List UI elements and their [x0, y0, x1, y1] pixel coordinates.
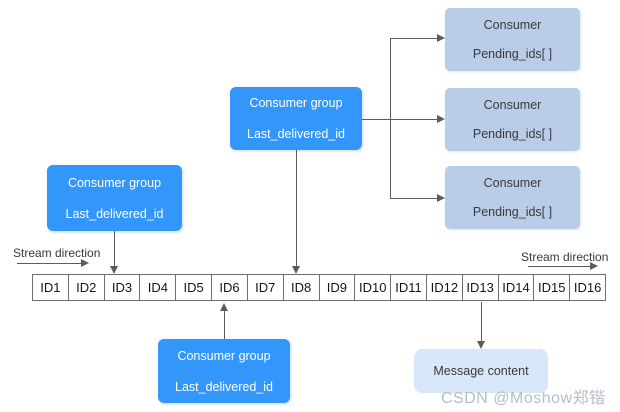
connector-trunk [390, 38, 391, 198]
stream-cell-id8: ID8 [284, 275, 320, 300]
stream-cell-id6: ID6 [212, 275, 248, 300]
stream-cell-id14: ID14 [499, 275, 535, 300]
arrow-to-consumer-1-icon [437, 34, 445, 42]
consumer-group-box-top: Consumer group Last_delivered_id [230, 87, 362, 150]
stream-cell-id9: ID9 [320, 275, 356, 300]
arrow-to-id6-icon [220, 303, 228, 311]
consumer-title: Consumer [483, 176, 542, 190]
stream-cell-id11: ID11 [391, 275, 427, 300]
connector-group-bottom-to-id6 [224, 311, 225, 339]
consumer-group-box-left: Consumer group Last_delivered_id [47, 165, 182, 231]
stream-cell-id2: ID2 [69, 275, 105, 300]
stream-id-row: ID1 ID2 ID3 ID4 ID5 ID6 ID7 ID8 ID9 ID10… [32, 274, 606, 301]
arrow-to-consumer-3-icon [437, 194, 445, 202]
consumer-pending-ids: Pending_ids[ ] [472, 47, 553, 61]
stream-direction-line-left [17, 263, 81, 264]
connector-group-top-to-id8 [296, 150, 297, 266]
stream-direction-arrow-right-icon [590, 262, 598, 270]
stream-direction-line-right [528, 266, 590, 267]
stream-cell-id15: ID15 [534, 275, 571, 300]
arrow-to-message-icon [477, 341, 485, 349]
connector-group-to-trunk [362, 119, 390, 120]
stream-cell-id1: ID1 [33, 275, 69, 300]
arrow-to-consumer-2-icon [437, 115, 445, 123]
message-content-label: Message content [433, 364, 529, 378]
consumer-group-last-delivered-id: Last_delivered_id [175, 379, 273, 394]
stream-cell-id7: ID7 [248, 275, 284, 300]
stream-cell-id12: ID12 [427, 275, 463, 300]
consumer-group-title: Consumer group [177, 348, 271, 363]
csdn-watermark: CSDN @Moshow郑锴 [441, 390, 606, 407]
message-content-box: Message content [414, 349, 548, 393]
consumer-box-3: Consumer Pending_ids[ ] [445, 166, 580, 229]
stream-direction-arrow-left-icon [81, 259, 89, 267]
connector-branch-consumer-3 [390, 198, 437, 199]
connector-group-left-to-id3 [114, 231, 115, 266]
consumer-group-box-bottom: Consumer group Last_delivered_id [158, 339, 290, 403]
consumer-pending-ids: Pending_ids[ ] [472, 127, 553, 141]
arrow-to-id3-icon [110, 266, 118, 274]
consumer-box-2: Consumer Pending_ids[ ] [445, 88, 580, 151]
stream-cell-id16: ID16 [573, 280, 602, 295]
consumer-box-1: Consumer Pending_ids[ ] [445, 8, 580, 71]
consumer-group-last-delivered-id: Last_delivered_id [65, 206, 164, 221]
connector-branch-consumer-1 [390, 38, 437, 39]
stream-cell-id5: ID5 [176, 275, 213, 300]
stream-direction-label-left: Stream direction [13, 246, 101, 260]
stream-cell-id13: ID13 [463, 275, 499, 300]
stream-cell-id3: ID3 [105, 275, 141, 300]
consumer-group-title: Consumer group [249, 96, 343, 110]
consumer-title: Consumer [483, 18, 542, 32]
connector-branch-consumer-2 [390, 119, 437, 120]
stream-cell-id10: ID10 [355, 275, 392, 300]
consumer-group-title: Consumer group [67, 175, 162, 190]
consumer-pending-ids: Pending_ids[ ] [472, 205, 553, 219]
arrow-to-id8-icon [292, 266, 300, 274]
consumer-title: Consumer [483, 98, 542, 112]
stream-direction-label-right: Stream direction [521, 250, 609, 264]
connector-id13-to-message [481, 302, 482, 342]
consumer-group-last-delivered-id: Last_delivered_id [247, 127, 345, 141]
stream-cell-id4: ID4 [140, 275, 177, 300]
